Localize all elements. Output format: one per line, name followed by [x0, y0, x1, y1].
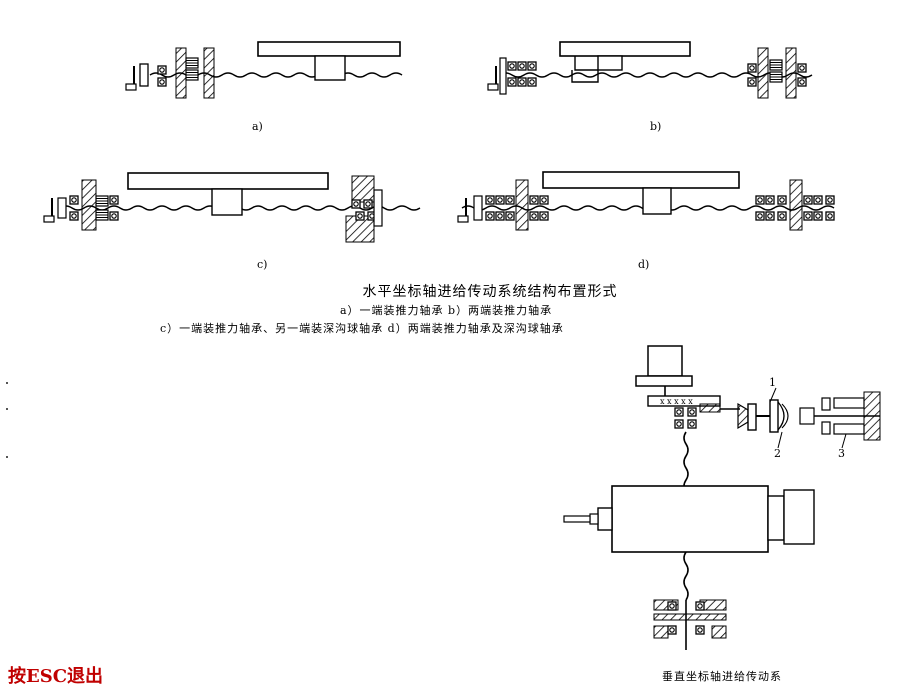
- motor-crank-a: [125, 63, 149, 91]
- vertical-motor: [635, 345, 693, 396]
- bearing-seat-c-right: [345, 175, 383, 243]
- vertical-lower-bearings: [653, 599, 727, 650]
- table-a: [257, 41, 401, 81]
- label-d: d): [638, 258, 649, 271]
- spindle-box: [563, 485, 815, 553]
- horizontal-caption-title: 水平坐标轴进给传动系统结构布置形式: [363, 284, 618, 300]
- gear-train: x x x x x: [647, 395, 740, 413]
- bearings-b-left: [487, 57, 537, 95]
- horizontal-caption-line2: c）一端装推力轴承、另一端装深沟球轴承 d）两端装推力轴承及深沟球轴承: [160, 321, 564, 335]
- label-c: c): [257, 258, 267, 271]
- horizontal-caption-line1: a）一端装推力轴承 b）两端装推力轴承: [340, 303, 552, 317]
- callout-3: 3: [838, 447, 845, 460]
- diagram-b: b): [487, 41, 813, 133]
- svg-text:x x x x x: x x x x x: [660, 397, 693, 406]
- bearing-seat-a: [157, 47, 215, 99]
- bearing-seat-d-left: [457, 179, 549, 231]
- callout-1: 1: [769, 376, 776, 389]
- diagram-c: c): [43, 172, 421, 271]
- diagram-a: a): [125, 41, 403, 133]
- exit-button[interactable]: 按ESC退出: [8, 666, 104, 687]
- label-b: b): [650, 120, 661, 133]
- bearings-b-right: [747, 47, 807, 99]
- margin-marks: [6, 382, 8, 458]
- diagram-d: d): [457, 171, 835, 271]
- vertical-drive-diagram: x x x x x 1 2 3: [563, 345, 881, 683]
- vertical-caption: 垂直坐标轴进给传动系: [662, 669, 782, 683]
- label-a: a): [252, 120, 263, 133]
- bearing-seat-d-right: [755, 179, 835, 231]
- clutch-assembly: [737, 387, 881, 449]
- vertical-screw: [683, 431, 689, 601]
- callout-2: 2: [774, 447, 781, 460]
- vertical-upper-bearings: [674, 407, 697, 429]
- bearing-seat-c-left: [43, 179, 119, 231]
- table-b: [559, 41, 691, 83]
- table-d: [542, 171, 740, 215]
- table-c: [127, 172, 329, 216]
